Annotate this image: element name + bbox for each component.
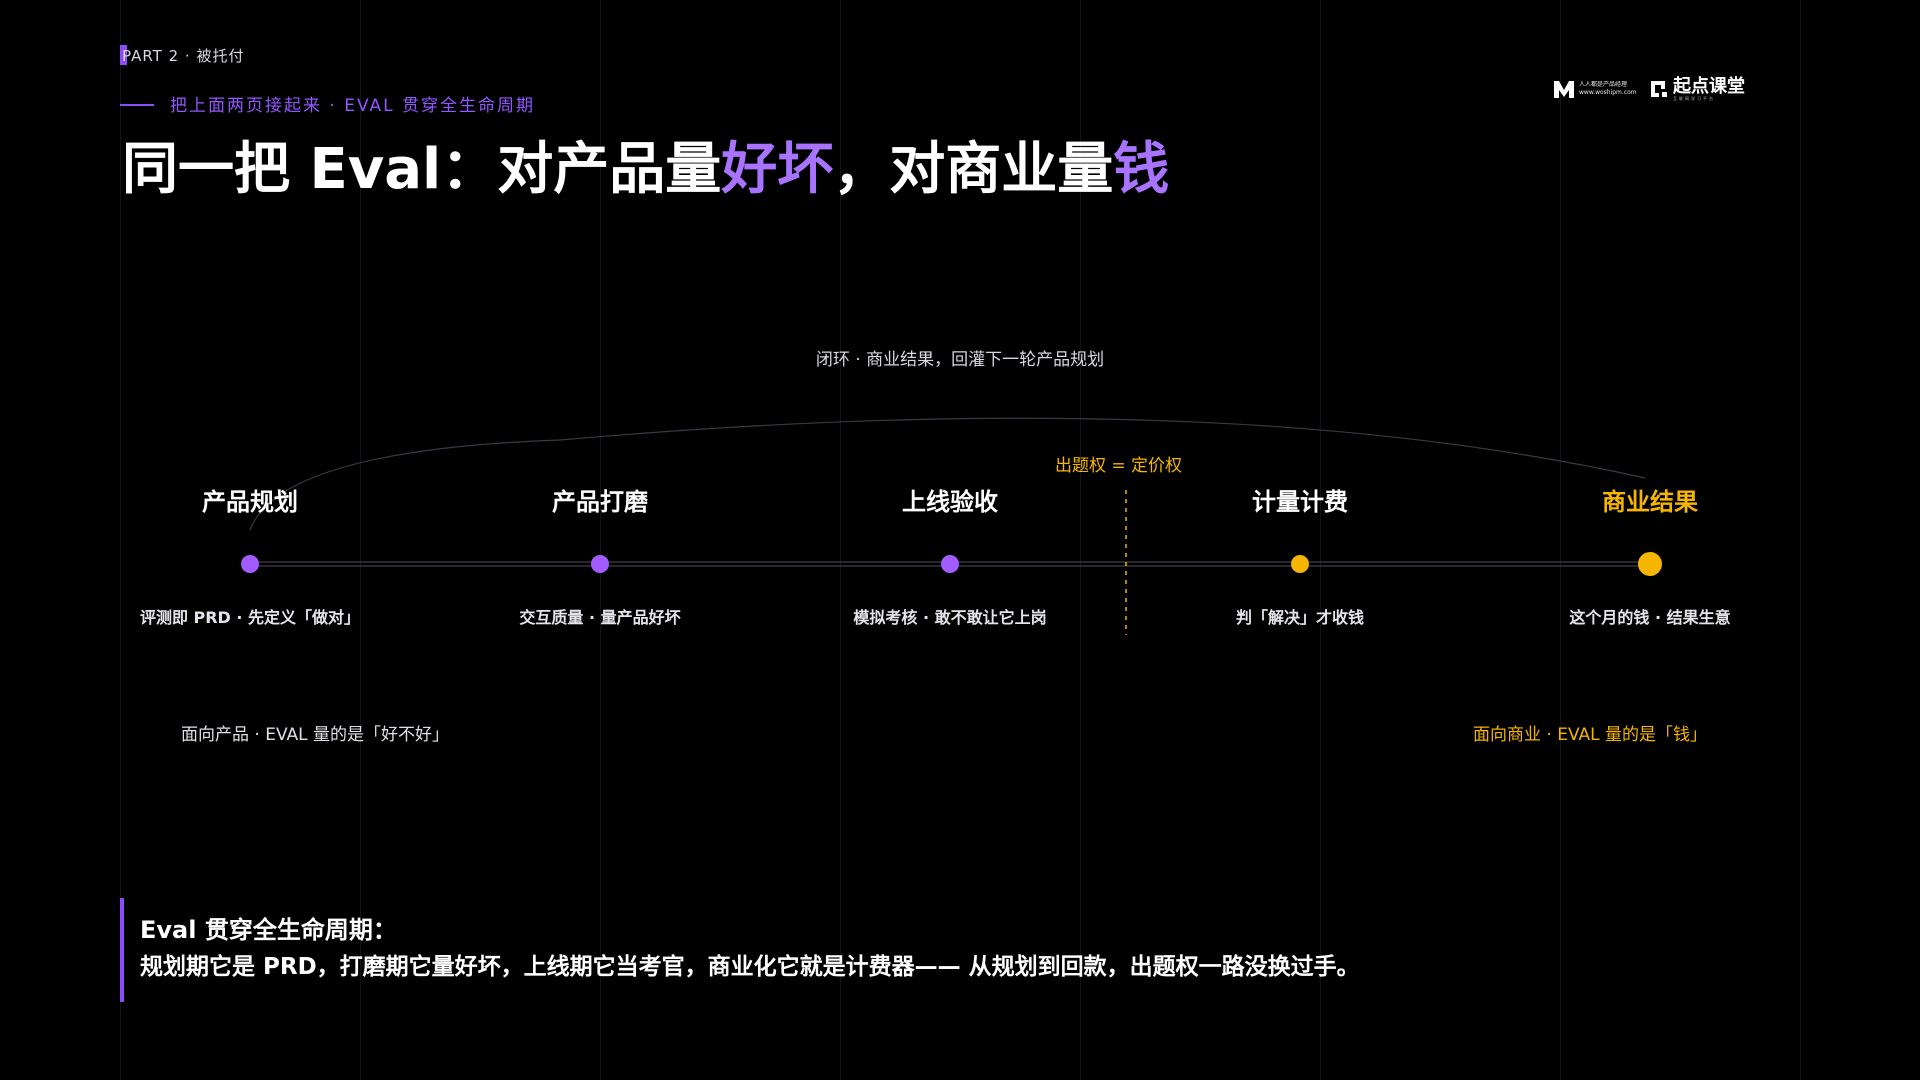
stage-dot-polishing — [591, 555, 609, 573]
page-title: 同一把 Eval：对产品量好坏，对商业量钱 — [122, 124, 1169, 205]
title-highlight-money: 钱 — [1113, 137, 1170, 202]
stage-dot-billing — [1291, 555, 1309, 573]
pricing-label: 出题权 = 定价权 — [1055, 456, 1183, 476]
grid-line — [360, 0, 361, 1080]
stage-desc-business: 这个月的钱 · 结果生意 — [1569, 608, 1731, 627]
stage-desc-launch: 模拟考核 · 敢不敢让它上岗 — [853, 608, 1047, 627]
title-middle: ，对商业量 — [833, 137, 1114, 202]
summary-heading: Eval 贯穿全生命周期： — [140, 916, 397, 944]
stage-title-business: 商业结果 — [1602, 488, 1698, 516]
logo-brand-sub: 互联网学习平台 — [1673, 95, 1715, 101]
stage-title-polishing: 产品打磨 — [552, 488, 648, 516]
part-marker — [120, 45, 127, 65]
part-text: PART 2 · 被托付 — [122, 47, 245, 65]
business-side-note: 面向商业 · EVAL 量的是「钱」 — [1473, 725, 1707, 745]
grid-line — [1800, 0, 1801, 1080]
woshipm-m-icon — [1554, 81, 1574, 98]
page-subtitle: 把上面两页接起来 · EVAL 贯穿全生命周期 — [120, 91, 535, 116]
stage-desc-planning: 评测即 PRD · 先定义「做对」 — [139, 608, 361, 627]
logo-small-line1: 人人都是产品经理 — [1579, 81, 1628, 88]
grid-line — [840, 0, 841, 1080]
feedback-loop-arc — [249, 417, 1646, 531]
title-highlight-quality: 好坏 — [721, 137, 834, 202]
logo-small-line2: www.woshipm.com — [1579, 89, 1637, 96]
stage-desc-polishing: 交互质量 · 量产品好坏 — [519, 608, 681, 627]
title-prefix: 同一把 Eval：对产品量 — [122, 137, 722, 202]
summary-accent-bar — [120, 898, 124, 1002]
brand-logo: 人人都是产品经理 www.woshipm.com 起点课堂 互联网学习平台 — [1553, 76, 1745, 102]
summary-body: 规划期它是 PRD，打磨期它量好坏，上线期它当考官，商业化它就是计费器—— 从规… — [140, 954, 1360, 980]
stage-dot-launch — [941, 555, 959, 573]
grid-line — [1080, 0, 1081, 1080]
stage-dot-planning — [241, 555, 259, 573]
grid-line — [600, 0, 601, 1080]
stage-desc-billing: 判「解决」才收钱 — [1235, 608, 1364, 627]
product-side-note: 面向产品 · EVAL 量的是「好不好」 — [181, 725, 449, 745]
subtitle-dash — [120, 104, 154, 106]
logo-brand-block: 起点课堂 互联网学习平台 — [1673, 75, 1745, 101]
subtitle-text: 把上面两页接起来 · EVAL 贯穿全生命周期 — [170, 96, 535, 116]
logo-small-text: 人人都是产品经理 www.woshipm.com — [1579, 81, 1645, 97]
qidian-q-icon — [1651, 81, 1667, 97]
stage-title-launch: 上线验收 — [902, 488, 998, 516]
grid-line — [120, 0, 121, 1080]
logo-brand-name: 起点课堂 — [1673, 75, 1745, 97]
stage-title-billing: 计量计费 — [1252, 488, 1348, 516]
grid-line — [1560, 0, 1561, 1080]
part-label: PART 2 · 被托付 — [120, 45, 244, 66]
loop-label: 闭环 · 商业结果，回灌下一轮产品规划 — [815, 350, 1105, 370]
grid-line — [1320, 0, 1321, 1080]
stage-dot-business — [1638, 552, 1662, 576]
stage-title-planning: 产品规划 — [202, 488, 298, 516]
